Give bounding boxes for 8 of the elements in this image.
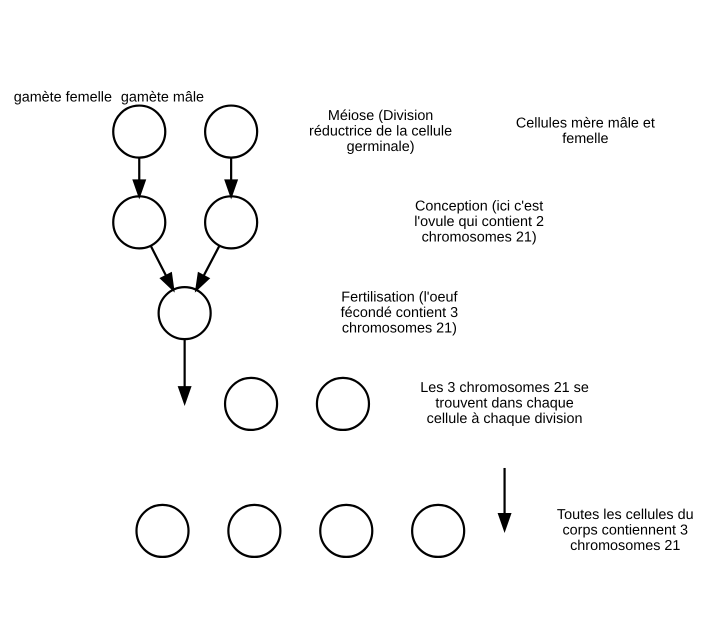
label: Les 3 chromosomes 21 se trouvent dans chaque cellule à chaque division <box>420 380 589 428</box>
label: Méiose (Division réductrice de la cellule germinale) <box>309 108 452 155</box>
node-label: gamète femelle <box>14 90 112 106</box>
label: Conception (ici c'est l'ovule qui contient 2 chromosomes 21) <box>414 198 544 246</box>
label: Toutes les cellules du corps contiennent 3 chromosomes 21 <box>556 507 694 554</box>
label: Cellules mère mâle et femelle <box>516 116 655 148</box>
label: Fertilisation (l'oeuf fécondé contient 3 chromosomes 21) <box>340 289 458 336</box>
node-label: gamète mâle <box>120 90 204 106</box>
